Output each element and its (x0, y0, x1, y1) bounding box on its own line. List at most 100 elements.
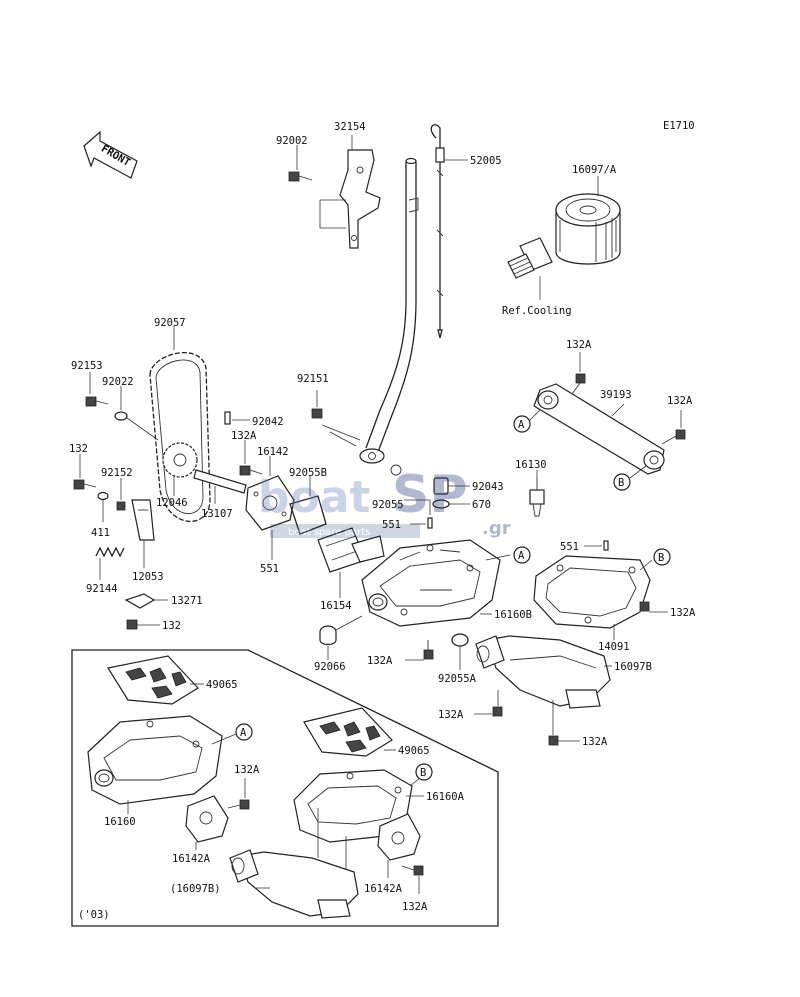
bolt-132-low (126, 619, 138, 630)
label-132A-r2: 132A (670, 607, 696, 619)
year-note: ('03) (78, 909, 110, 921)
watermark-sub: boat spare parts (288, 527, 370, 538)
oil-filter-16097A (555, 193, 621, 265)
year-variant-box (71, 649, 499, 927)
label-92055: 92055 (372, 499, 404, 511)
label-132A-low: 132A (367, 655, 393, 667)
watermark-brand: boat (258, 472, 370, 523)
label-16142A-a: 16142A (172, 853, 211, 865)
diagram-code: E1710 (663, 120, 695, 132)
pin-92042 (224, 411, 231, 425)
callout-A-filter-bracket: A (513, 415, 531, 433)
plate-13271 (124, 593, 156, 609)
bolt-92151 (311, 408, 323, 419)
label-92144: 92144 (86, 583, 118, 595)
label-132-low: 132 (162, 620, 181, 632)
label-14091: 14091 (598, 641, 630, 653)
label-39193: 39193 (600, 389, 632, 401)
bolt-132A-b2 (548, 735, 559, 746)
washer-92022 (114, 411, 128, 421)
label-132A-b1: 132A (438, 709, 464, 721)
cover-16097B (475, 635, 611, 709)
label-132A-right: 132A (667, 395, 693, 407)
label-551-right: 551 (560, 541, 579, 553)
label-670: 670 (472, 499, 491, 511)
watermark-logo: boat SP .gr boat spare parts (258, 465, 511, 539)
label-16154: 16154 (320, 600, 352, 612)
label-92022: 92022 (102, 376, 134, 388)
label-12046: 12046 (156, 497, 188, 509)
label-551-left: 551 (260, 563, 279, 575)
label-132A-b2: 132A (582, 736, 608, 748)
label-16142A-b: 16142A (364, 883, 403, 895)
label-92153: 92153 (71, 360, 103, 372)
watermark-tld: .gr (482, 518, 511, 539)
bolt-132A-r2 (639, 601, 650, 612)
bolt-132A-top (571, 373, 586, 395)
label-16160B: 16160B (494, 609, 532, 621)
bolt-92002 (288, 171, 313, 182)
bolt-132A-low (423, 640, 434, 660)
filter-nipple (507, 237, 553, 279)
label-32154: 32154 (334, 121, 366, 133)
label-12053: 12053 (132, 571, 164, 583)
gasket-49065-b (303, 707, 393, 757)
label-13271: 13271 (171, 595, 203, 607)
label-132A-top: 132A (566, 339, 592, 351)
svg-text:A: A (518, 550, 525, 562)
label-16160: 16160 (104, 816, 136, 828)
drive-chain-92057 (149, 352, 211, 523)
callout-A-pan: A (513, 546, 531, 564)
plug-92066 (319, 625, 337, 646)
label-92055B: 92055B (289, 467, 327, 479)
label-411: 411 (91, 527, 110, 539)
svg-text:B: B (618, 477, 624, 489)
label-92057: 92057 (154, 317, 186, 329)
label-49065-a: 49065 (206, 679, 238, 691)
label-49065-b: 49065 (398, 745, 430, 757)
svg-text:B: B (658, 552, 664, 564)
callout-B-box: B (415, 763, 433, 781)
bolt-132A-mid (239, 465, 263, 476)
label-52005: 52005 (470, 155, 502, 167)
cover-16097B-box (229, 849, 359, 919)
washer-411 (97, 491, 109, 501)
svg-text:B: B (420, 767, 426, 779)
bolt-132A-b1 (492, 706, 503, 717)
label-132: 132 (69, 443, 88, 455)
bolt-92153 (85, 396, 109, 407)
callout-B-cover: B (653, 548, 671, 566)
bracket-32154 (339, 149, 381, 249)
bolt-132A-right (661, 429, 686, 445)
label-16097A: 16097/A (572, 164, 617, 176)
o-ring-92055B (289, 495, 327, 535)
label-16097B: 16097B (614, 661, 652, 673)
label-16160A: 16160A (426, 791, 465, 803)
dipstick-tube (359, 157, 419, 476)
bolt-132A-box2 (401, 865, 424, 876)
o-ring-92055A (451, 633, 469, 647)
callout-A-box: A (235, 723, 253, 741)
label-16142: 16142 (257, 446, 289, 458)
label-16097B-paren: (16097B) (170, 883, 221, 895)
label-92002: 92002 (276, 135, 308, 147)
oil-pan-cover-14091 (533, 555, 651, 629)
label-92152: 92152 (101, 467, 133, 479)
bracket-39193 (533, 383, 665, 475)
label-92151: 92151 (297, 373, 329, 385)
oil-pan-16160A (293, 769, 413, 843)
label-92055A: 92055A (438, 673, 477, 685)
front-arrow-icon: FRONT (83, 130, 138, 179)
svg-text:A: A (240, 727, 247, 739)
sprocket-12046 (162, 442, 198, 478)
label-551-mid: 551 (382, 519, 401, 531)
label-92043: 92043 (472, 481, 504, 493)
pressure-switch-16130 (529, 478, 545, 517)
shaft-13107 (193, 469, 247, 494)
label-92042: 92042 (252, 416, 284, 428)
ref-note: Ref.Cooling (502, 305, 572, 317)
label-13107: 13107 (201, 508, 233, 520)
label-16130: 16130 (515, 459, 547, 471)
gasket-49065-a (107, 655, 199, 705)
